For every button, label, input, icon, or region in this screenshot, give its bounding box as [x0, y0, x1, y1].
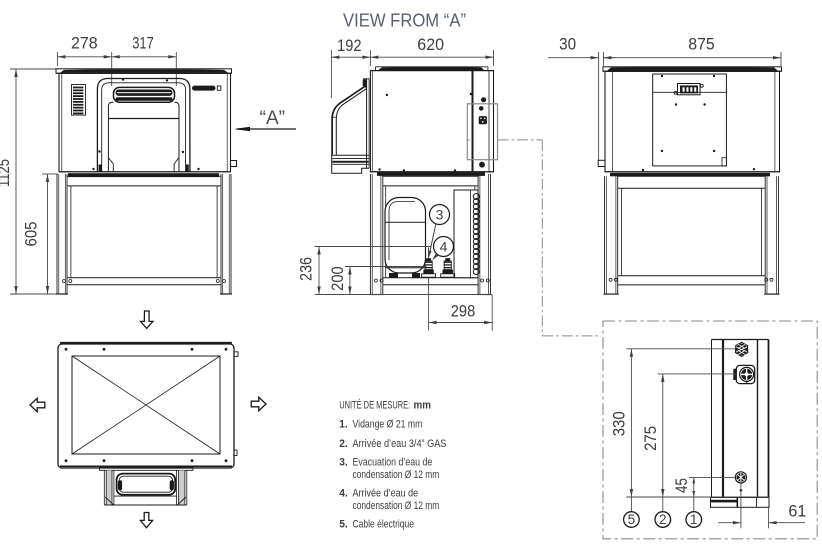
svg-text:200: 200	[329, 266, 347, 291]
svg-text:condensation Ø 12 mm: condensation Ø 12 mm	[353, 469, 440, 481]
svg-text:Vidange Ø 21 mm: Vidange Ø 21 mm	[353, 419, 423, 431]
svg-text:875: 875	[688, 36, 715, 54]
svg-text:5: 5	[628, 512, 636, 527]
svg-text:1: 1	[690, 512, 698, 527]
svg-text:192: 192	[337, 37, 362, 55]
svg-text:4: 4	[440, 238, 448, 254]
svg-text:278: 278	[71, 35, 98, 53]
svg-text:620: 620	[417, 36, 444, 54]
svg-text:330: 330	[611, 411, 629, 436]
svg-text:3.: 3.	[339, 457, 348, 469]
svg-text:1.: 1.	[339, 419, 348, 431]
svg-text:“A”: “A”	[260, 108, 285, 129]
svg-text:45: 45	[673, 478, 691, 493]
svg-text:61: 61	[788, 503, 806, 521]
svg-text:VIEW FROM “A”: VIEW FROM “A”	[343, 11, 466, 31]
svg-text:5.: 5.	[339, 519, 348, 531]
svg-text:mm: mm	[414, 399, 432, 411]
svg-text:4.: 4.	[339, 488, 348, 500]
svg-text:317: 317	[132, 35, 154, 53]
svg-text:1125: 1125	[0, 159, 13, 187]
svg-text:3: 3	[436, 206, 444, 222]
svg-text:605: 605	[23, 222, 41, 247]
svg-text:2: 2	[659, 512, 667, 527]
svg-text:Evacuation d’eau de: Evacuation d’eau de	[353, 457, 433, 469]
svg-text:2.: 2.	[339, 438, 348, 450]
svg-text:Cable électrique: Cable électrique	[353, 519, 415, 531]
svg-text:30: 30	[559, 36, 576, 54]
svg-text:Arrivée d’eau 3/4” GAS: Arrivée d’eau 3/4” GAS	[353, 438, 447, 450]
svg-text:Arrivée d’eau de: Arrivée d’eau de	[353, 488, 419, 500]
svg-text:UNITÉ DE MESURE:: UNITÉ DE MESURE:	[339, 398, 410, 411]
svg-text:275: 275	[642, 426, 660, 451]
svg-text:298: 298	[451, 302, 476, 320]
svg-text:236: 236	[298, 257, 316, 281]
svg-text:condensation Ø 12 mm: condensation Ø 12 mm	[353, 500, 440, 512]
